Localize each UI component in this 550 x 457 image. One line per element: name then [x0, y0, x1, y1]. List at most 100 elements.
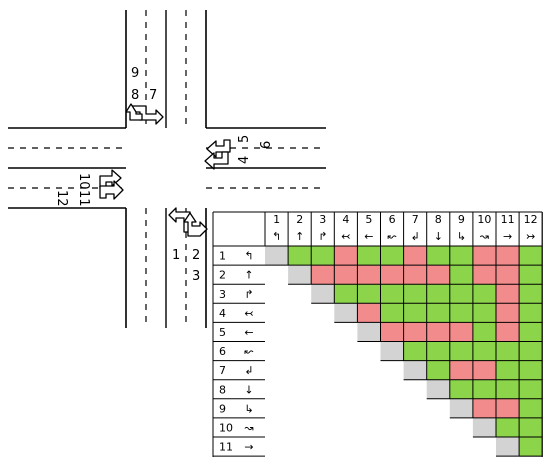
- column-header-number: 2: [296, 213, 303, 226]
- column-header-number: 9: [458, 213, 465, 226]
- dashed-lane-lines: [8, 10, 326, 328]
- matrix-cell-compatible: [519, 398, 543, 418]
- matrix-cell-self: [403, 360, 427, 380]
- matrix-cell-compatible: [449, 246, 473, 266]
- row-header-number: 2: [219, 269, 226, 282]
- column-header-number: 6: [389, 213, 396, 226]
- row-header-number: 7: [219, 364, 226, 377]
- matrix-cell-compatible: [472, 379, 496, 399]
- south-approach-arrows: [168, 207, 208, 237]
- column-header-number: 5: [365, 213, 372, 226]
- matrix-cell-conflict: [403, 265, 427, 285]
- column-header-arrow-icon: ↱: [318, 230, 327, 243]
- row-header-number: 3: [219, 288, 226, 301]
- matrix-cell-compatible: [311, 246, 335, 266]
- matrix-cell-compatible: [357, 246, 381, 266]
- matrix-cell-compatible: [519, 265, 543, 285]
- column-header-number: 12: [524, 213, 538, 226]
- west-labels: 10 11 12: [54, 173, 91, 207]
- matrix-cell-compatible: [519, 246, 543, 266]
- column-header-arrow-icon: ↰: [272, 230, 281, 243]
- matrix-cell-compatible: [519, 341, 543, 361]
- north-approach-arrows: [125, 103, 164, 125]
- matrix-cell-compatible: [519, 417, 543, 437]
- row-header-arrow-icon: ↓: [244, 383, 253, 396]
- matrix-cell-conflict: [449, 360, 473, 380]
- matrix-cell-compatible: [519, 437, 543, 457]
- matrix-cell-compatible: [449, 284, 473, 304]
- matrix-cell-self: [334, 303, 358, 323]
- matrix-cell-self: [472, 417, 496, 437]
- arrow-straight-right-icon: [131, 105, 164, 125]
- matrix-cell-self: [449, 398, 473, 418]
- movement-label-9: 9: [131, 66, 139, 81]
- matrix-cell-compatible: [426, 303, 450, 323]
- matrix-cell-conflict: [472, 360, 496, 380]
- matrix-cell-conflict: [496, 284, 520, 304]
- east-approach-arrows: [204, 139, 231, 170]
- matrix-cell-compatible: [426, 284, 450, 304]
- movement-label-1: 1: [172, 248, 180, 263]
- movement-label-10: 10: [76, 173, 91, 190]
- matrix-cell-compatible: [380, 284, 404, 304]
- matrix-cell-compatible: [519, 322, 543, 342]
- matrix-cell-self: [496, 437, 520, 457]
- matrix-cell-conflict: [403, 246, 427, 266]
- matrix-cell-compatible: [472, 303, 496, 323]
- movement-label-3: 3: [192, 269, 200, 284]
- row-header-arrow-icon: ↲: [244, 364, 253, 377]
- row-header-arrow-icon: ↢: [244, 307, 253, 320]
- column-header-number: 10: [477, 213, 491, 226]
- matrix-cell-compatible: [496, 379, 520, 399]
- matrix-cell-compatible: [472, 284, 496, 304]
- movement-label-6: 6: [259, 141, 274, 149]
- matrix-cell-self: [357, 322, 381, 342]
- column-header-number: 7: [412, 213, 419, 226]
- column-header-number: 1: [273, 213, 280, 226]
- matrix-cell-compatible: [426, 341, 450, 361]
- column-header-arrow-icon: ↣: [526, 230, 535, 243]
- matrix-cell-conflict: [357, 303, 381, 323]
- column-header-arrow-icon: ←: [364, 230, 373, 243]
- column-header-arrow-icon: →: [503, 230, 512, 243]
- row-header-arrow-icon: ↳: [244, 402, 253, 415]
- matrix-cell-compatible: [380, 303, 404, 323]
- matrix-cell-conflict: [380, 322, 404, 342]
- matrix-cell-self: [380, 341, 404, 361]
- matrix-cell-conflict: [496, 265, 520, 285]
- road-edges: [8, 10, 326, 328]
- column-header-arrow-icon: ↢: [341, 230, 350, 243]
- matrix-cell-compatible: [519, 303, 543, 323]
- matrix-cell-compatible: [472, 341, 496, 361]
- matrix-cell-compatible: [519, 379, 543, 399]
- column-header-arrow-icon: ↓: [434, 230, 443, 243]
- matrix-cell-compatible: [403, 284, 427, 304]
- matrix-cell-self: [288, 265, 312, 285]
- matrix-cell-compatible: [426, 246, 450, 266]
- movement-label-4: 4: [237, 156, 252, 164]
- column-header-number: 8: [435, 213, 442, 226]
- matrix-cell-compatible: [519, 284, 543, 304]
- east-labels: 4 5 6: [237, 135, 274, 164]
- row-header-number: 11: [219, 441, 233, 454]
- row-header-arrow-icon: →: [244, 441, 253, 454]
- matrix-cell-compatible: [519, 360, 543, 380]
- movement-label-8: 8: [131, 88, 139, 103]
- row-header-arrow-icon: ←: [244, 326, 253, 339]
- matrix-cell-compatible: [496, 417, 520, 437]
- row-header-number: 4: [219, 307, 226, 320]
- matrix-cell-conflict: [426, 265, 450, 285]
- west-approach-arrows: [99, 169, 124, 200]
- matrix-cell-conflict: [334, 246, 358, 266]
- row-header-arrow-icon: ↰: [244, 250, 253, 263]
- matrix-cell-compatible: [472, 322, 496, 342]
- movement-label-2: 2: [192, 248, 200, 263]
- matrix-cell-compatible: [496, 360, 520, 380]
- matrix-cell-conflict: [496, 322, 520, 342]
- matrix-cell-conflict: [472, 246, 496, 266]
- column-header-number: 3: [319, 213, 326, 226]
- column-header-number: 4: [342, 213, 349, 226]
- south-labels: 1 2 3: [172, 248, 200, 284]
- matrix-cell-compatible: [380, 246, 404, 266]
- north-labels: 9 8 7: [131, 66, 157, 103]
